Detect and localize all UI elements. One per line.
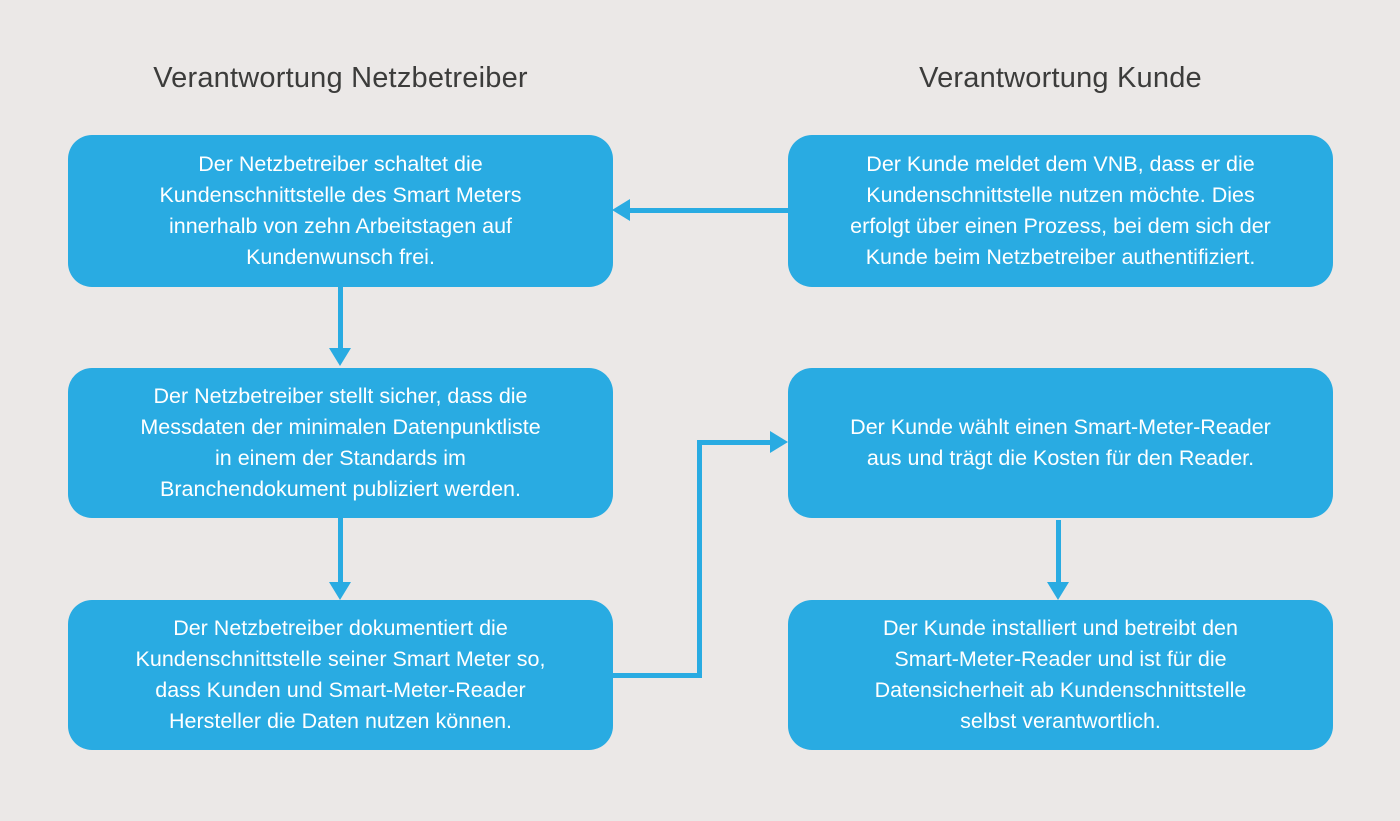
flow-box-netzbetreiber-2-text: Der Netzbetreiber stellt sicher, dass di… (140, 384, 541, 501)
flow-box-kunde-2: Der Kunde wählt einen Smart-Meter-Reader… (788, 368, 1333, 518)
arrow-line (338, 518, 343, 583)
arrow-line (338, 285, 343, 349)
column-header-kunde: Verantwortung Kunde (919, 62, 1202, 94)
flow-box-kunde-2-text: Der Kunde wählt einen Smart-Meter-Reader… (850, 415, 1271, 470)
flow-box-netzbetreiber-2: Der Netzbetreiber stellt sicher, dass di… (68, 368, 613, 518)
arrowhead-left-icon (612, 199, 630, 221)
arrow-line (697, 440, 702, 678)
arrowhead-down-icon (329, 348, 351, 366)
flow-box-kunde-3: Der Kunde installiert und betreibt den S… (788, 600, 1333, 750)
arrowhead-right-icon (770, 431, 788, 453)
flow-box-netzbetreiber-3: Der Netzbetreiber dokumentiert die Kunde… (68, 600, 613, 750)
flow-box-netzbetreiber-1-text: Der Netzbetreiber schaltet die Kundensch… (159, 152, 522, 269)
arrow-line (702, 440, 771, 445)
flow-box-kunde-1-text: Der Kunde meldet dem VNB, dass er die Ku… (850, 152, 1271, 269)
flow-box-kunde-3-text: Der Kunde installiert und betreibt den S… (874, 616, 1247, 733)
arrow-line (629, 208, 788, 213)
flow-box-netzbetreiber-1: Der Netzbetreiber schaltet die Kundensch… (68, 135, 613, 287)
arrowhead-down-icon (1047, 582, 1069, 600)
arrow-line (612, 673, 702, 678)
flow-box-netzbetreiber-3-text: Der Netzbetreiber dokumentiert die Kunde… (135, 616, 546, 733)
flow-box-kunde-1: Der Kunde meldet dem VNB, dass er die Ku… (788, 135, 1333, 287)
column-header-netzbetreiber: Verantwortung Netzbetreiber (153, 62, 528, 94)
arrowhead-down-icon (329, 582, 351, 600)
arrow-line (1056, 520, 1061, 583)
